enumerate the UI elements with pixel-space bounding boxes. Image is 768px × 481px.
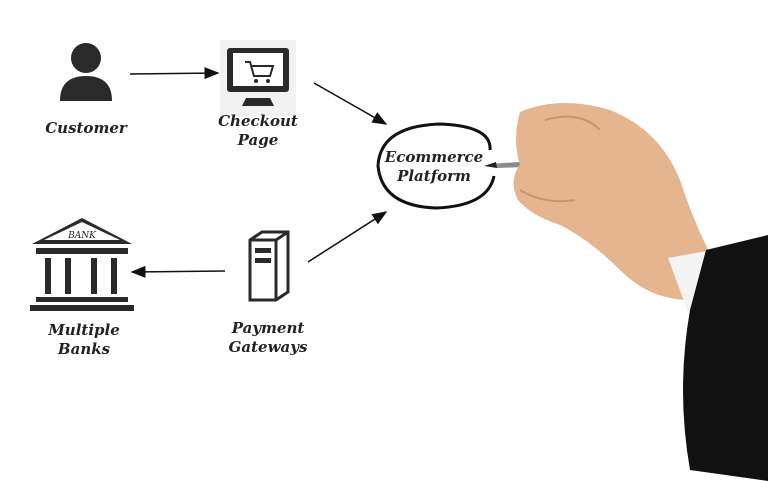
customer-label: Customer <box>30 119 142 138</box>
banks-label-line1: Multiple <box>48 321 120 339</box>
checkout-label-line1: Checkout <box>218 112 298 130</box>
gateways-label: Payment Gateways <box>206 319 330 357</box>
arrow-gateway-to-platform <box>307 211 388 263</box>
platform-label: Ecommerce Platform <box>372 148 496 186</box>
platform-label-line2: Platform <box>397 167 471 185</box>
bank-sign-text: BANK <box>67 231 97 241</box>
monitor-cart-icon <box>220 40 296 116</box>
banks-label-line2: Banks <box>57 340 111 358</box>
hand-with-pen-image <box>484 102 768 481</box>
checkout-label-line2: Page <box>237 131 279 149</box>
platform-ellipse <box>376 122 496 210</box>
arrow-gateway-to-banks <box>130 265 226 278</box>
customer-icon <box>60 43 112 101</box>
banks-label: Multiple Banks <box>28 321 140 359</box>
gateways-label-line2: Gateways <box>228 338 308 356</box>
platform-label-line1: Ecommerce <box>384 148 484 166</box>
payment-server-icon <box>248 230 290 302</box>
bank-icon <box>30 218 134 311</box>
gateways-label-line1: Payment <box>231 319 305 337</box>
customer-label-text: Customer <box>45 119 127 137</box>
arrow-customer-to-checkout <box>129 67 220 80</box>
arrow-checkout-to-platform <box>313 82 388 125</box>
checkout-label: Checkout Page <box>200 112 316 150</box>
